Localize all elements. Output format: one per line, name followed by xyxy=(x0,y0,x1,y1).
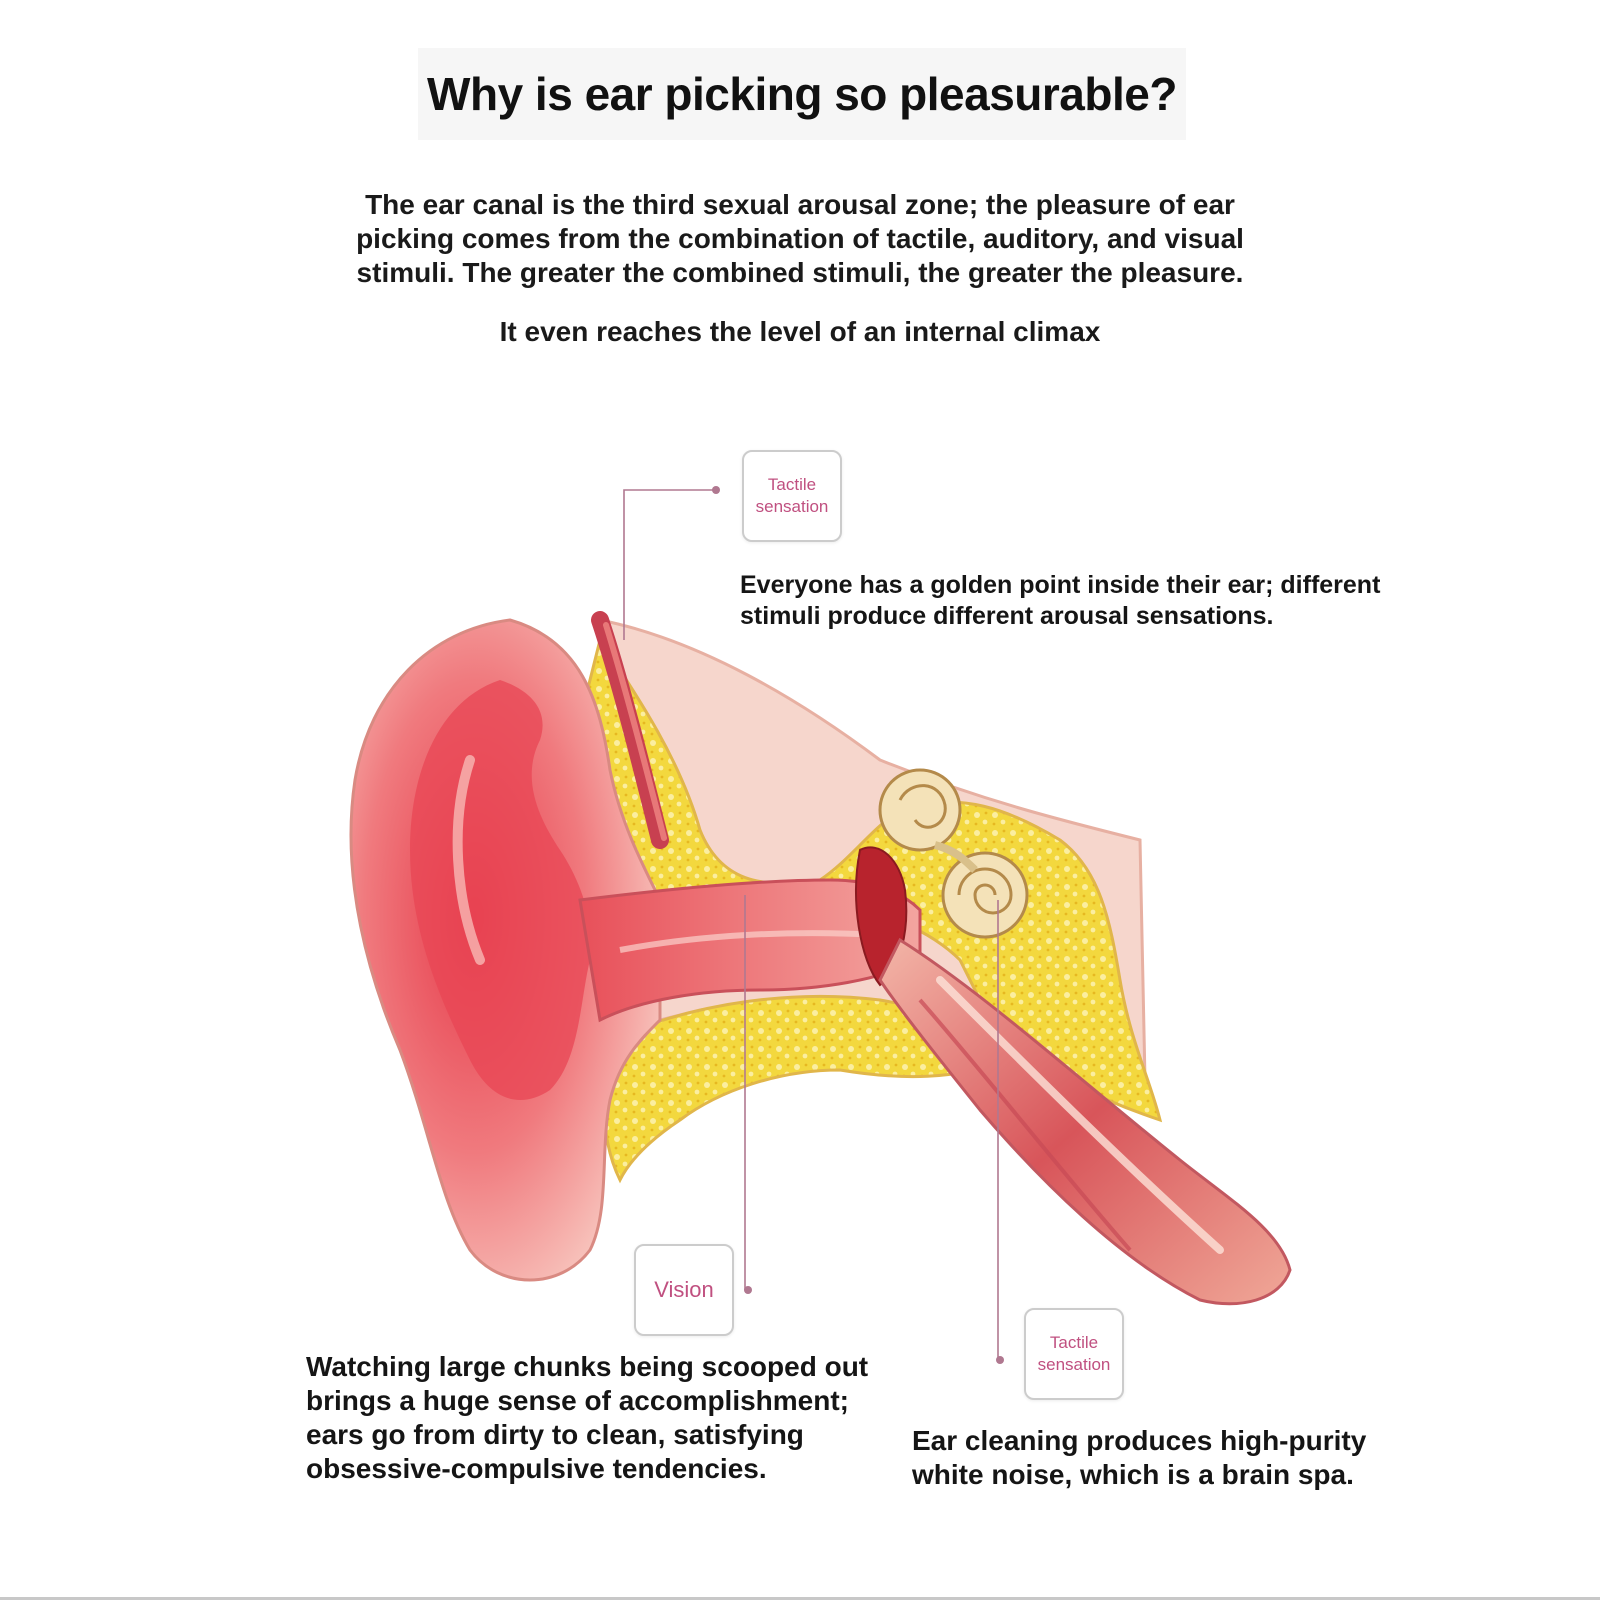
description-line: ears go from dirty to clean, satisfying xyxy=(306,1419,804,1450)
intro-paragraph: The ear canal is the third sexual arousa… xyxy=(330,188,1270,290)
description-line: obsessive-compulsive tendencies. xyxy=(306,1453,767,1484)
description-line: Watching large chunks being scooped out xyxy=(306,1351,869,1382)
label-tactile-top: Tactile sensation xyxy=(742,450,842,542)
label-tactile-bottom-line1: Tactile xyxy=(1049,1333,1099,1352)
page-title: Why is ear picking so pleasurable? xyxy=(427,68,1177,120)
description-line: Everyone has a golden point inside their… xyxy=(740,571,1381,599)
bottom-divider xyxy=(0,1597,1600,1600)
intro-line: picking comes from the combination of ta… xyxy=(356,223,1244,254)
description-white-noise: Ear cleaning produces high-purity white … xyxy=(912,1424,1366,1492)
intro-line: The ear canal is the third sexual arousa… xyxy=(365,189,1235,220)
label-tactile-bottom: Tactile sensation xyxy=(1024,1308,1124,1400)
leader-lines xyxy=(623,489,999,1360)
title-banner: Why is ear picking so pleasurable? xyxy=(418,48,1186,140)
label-vision: Vision xyxy=(634,1244,734,1336)
description-line: brings a huge sense of accomplishment; xyxy=(306,1385,850,1416)
description-line: Ear cleaning produces high-purity xyxy=(912,1425,1367,1456)
description-line: stimuli produce different arousal sensat… xyxy=(740,602,1274,630)
description-line: white noise, which is a brain spa. xyxy=(912,1459,1354,1490)
description-golden-point: Everyone has a golden point inside their… xyxy=(740,570,1380,632)
label-tactile-bottom-line2: sensation xyxy=(1037,1355,1111,1374)
description-accomplishment: Watching large chunks being scooped out … xyxy=(306,1350,868,1486)
label-vision-text: Vision xyxy=(654,1277,714,1302)
label-tactile-top-line2: sensation xyxy=(755,497,829,516)
subtitle: It even reaches the level of an internal… xyxy=(499,316,1101,347)
label-tactile-top-line1: Tactile xyxy=(767,475,817,494)
intro-line: stimuli. The greater the combined stimul… xyxy=(356,257,1244,288)
